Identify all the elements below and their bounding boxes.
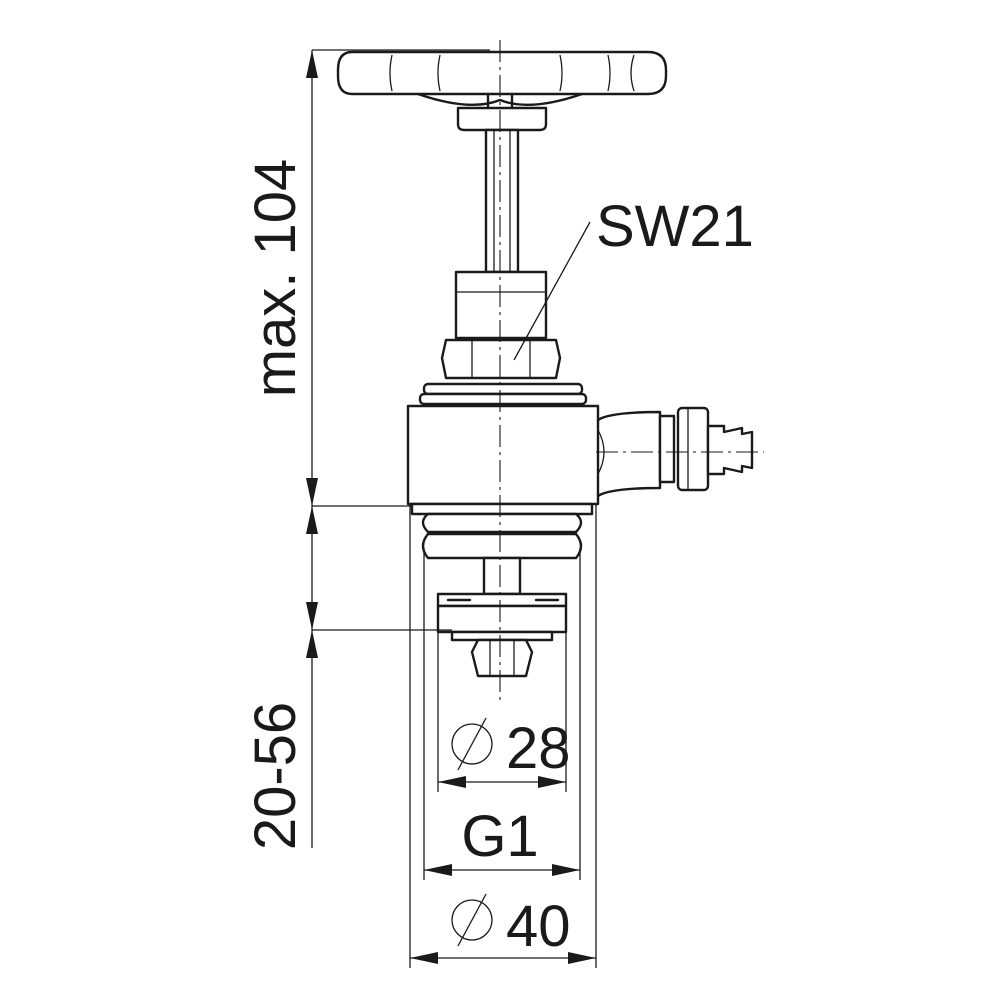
wrench-size-label: SW21 bbox=[596, 194, 754, 259]
center-lines bbox=[499, 40, 764, 700]
dimension-height-max: max. 104 bbox=[243, 49, 490, 507]
extension-lines bbox=[409, 504, 597, 968]
stroke-range-label: 20-56 bbox=[243, 702, 308, 850]
height-max-label: max. 104 bbox=[243, 159, 308, 398]
thread-label: G1 bbox=[461, 804, 538, 869]
valve-disc bbox=[436, 592, 568, 678]
valve-body bbox=[406, 404, 754, 506]
dimension-diameter-outer: 40 bbox=[410, 893, 596, 964]
spindle bbox=[484, 128, 520, 274]
diameter-inner-label: 28 bbox=[506, 716, 571, 781]
diameter-outer-label: 40 bbox=[506, 894, 571, 959]
diameter-icon bbox=[451, 717, 493, 771]
diameter-icon bbox=[451, 893, 493, 947]
thread-connection bbox=[410, 502, 594, 596]
dimension-diameter-inner: 28 bbox=[438, 716, 571, 788]
bonnet-hex-nut bbox=[418, 270, 588, 406]
dimension-stroke-range: 20-56 bbox=[243, 506, 452, 850]
dimension-thread: G1 bbox=[424, 804, 580, 876]
wrench-size-callout: SW21 bbox=[513, 194, 754, 361]
handwheel bbox=[336, 50, 668, 132]
